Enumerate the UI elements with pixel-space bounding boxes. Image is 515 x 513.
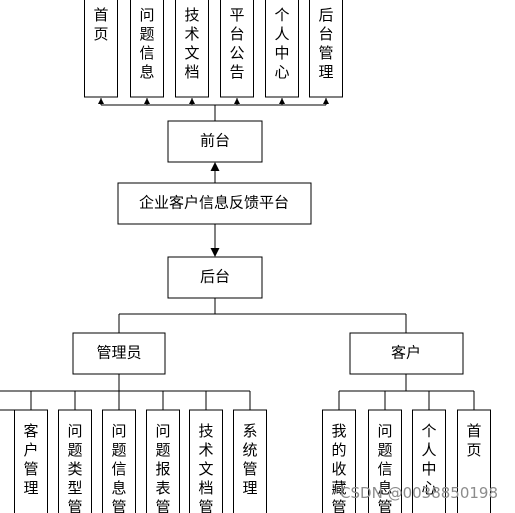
admin-module-1-label: 客户管理 xyxy=(23,422,38,497)
admin-module-2-label: 问题类型管理 xyxy=(67,422,82,513)
frontend-module-2: 问题信息 xyxy=(130,0,164,98)
frontend-module-arrow-4 xyxy=(234,98,240,104)
admin-module-6-label: 系统管理 xyxy=(242,422,257,497)
frontend-module-6: 后台管理 xyxy=(309,0,343,98)
customer-module-1: 我的收藏管理 xyxy=(322,409,356,513)
customer-module-2: 问题信息管理 xyxy=(368,409,402,513)
platform-to-frontend-arrow xyxy=(210,162,220,171)
frontend-module-arrow-6 xyxy=(323,98,329,104)
backend-node: 后台 xyxy=(167,256,263,299)
frontend-module-arrow-3 xyxy=(189,98,195,104)
backend-label: 后台 xyxy=(200,268,230,286)
frontend-module-5-label: 个人中心 xyxy=(274,6,289,81)
frontend-module-1: 首页 xyxy=(84,0,118,98)
admin-module-2: 问题类型管理 xyxy=(58,409,92,513)
admin-module-5: 技术文档管理 xyxy=(189,409,223,513)
frontend-label: 前台 xyxy=(200,132,230,150)
frontend-module-arrow-2 xyxy=(144,98,150,104)
frontend-module-arrow-5 xyxy=(279,98,285,104)
frontend-module-5: 个人中心 xyxy=(265,0,299,98)
admin-module-3: 问题信息管理 xyxy=(102,409,136,513)
frontend-module-6-label: 后台管理 xyxy=(318,6,333,81)
watermark: CSDN @0038850198 xyxy=(340,484,498,502)
customer-module-1-label: 我的收藏管理 xyxy=(331,422,346,513)
customer-role-label: 客户 xyxy=(391,344,421,362)
admin-module-3-label: 问题信息管理 xyxy=(111,422,126,513)
platform-node: 企业客户信息反馈平台 xyxy=(117,182,312,225)
admin-module-5-label: 技术文档管理 xyxy=(198,422,213,513)
frontend-module-arrow-1 xyxy=(98,98,104,104)
admin-role-node: 管理员 xyxy=(72,332,166,375)
platform-to-backend-arrow xyxy=(210,248,220,257)
customer-module-4: 首页 xyxy=(457,409,491,513)
customer-module-2-label: 问题信息管理 xyxy=(377,422,392,513)
frontend-node: 前台 xyxy=(167,120,263,163)
frontend-module-3: 技术文档 xyxy=(175,0,209,98)
frontend-module-2-label: 问题信息 xyxy=(139,6,154,81)
frontend-module-4-label: 平台公告 xyxy=(229,6,244,81)
frontend-module-4: 平台公告 xyxy=(220,0,254,98)
customer-module-3: 个人中心 xyxy=(412,409,446,513)
admin-role-label: 管理员 xyxy=(96,344,141,362)
admin-module-1: 客户管理 xyxy=(14,409,48,513)
admin-module-4: 问题报表管理 xyxy=(146,409,180,513)
admin-module-partial xyxy=(0,409,15,513)
frontend-module-1-label: 首页 xyxy=(93,6,108,43)
admin-module-6: 系统管理 xyxy=(233,409,267,513)
customer-module-3-label: 个人中心 xyxy=(421,422,436,497)
admin-module-4-label: 问题报表管理 xyxy=(155,422,170,513)
frontend-module-3-label: 技术文档 xyxy=(184,6,199,81)
customer-role-node: 客户 xyxy=(349,332,464,375)
platform-label: 企业客户信息反馈平台 xyxy=(139,194,289,212)
customer-module-4-label: 首页 xyxy=(466,422,481,459)
